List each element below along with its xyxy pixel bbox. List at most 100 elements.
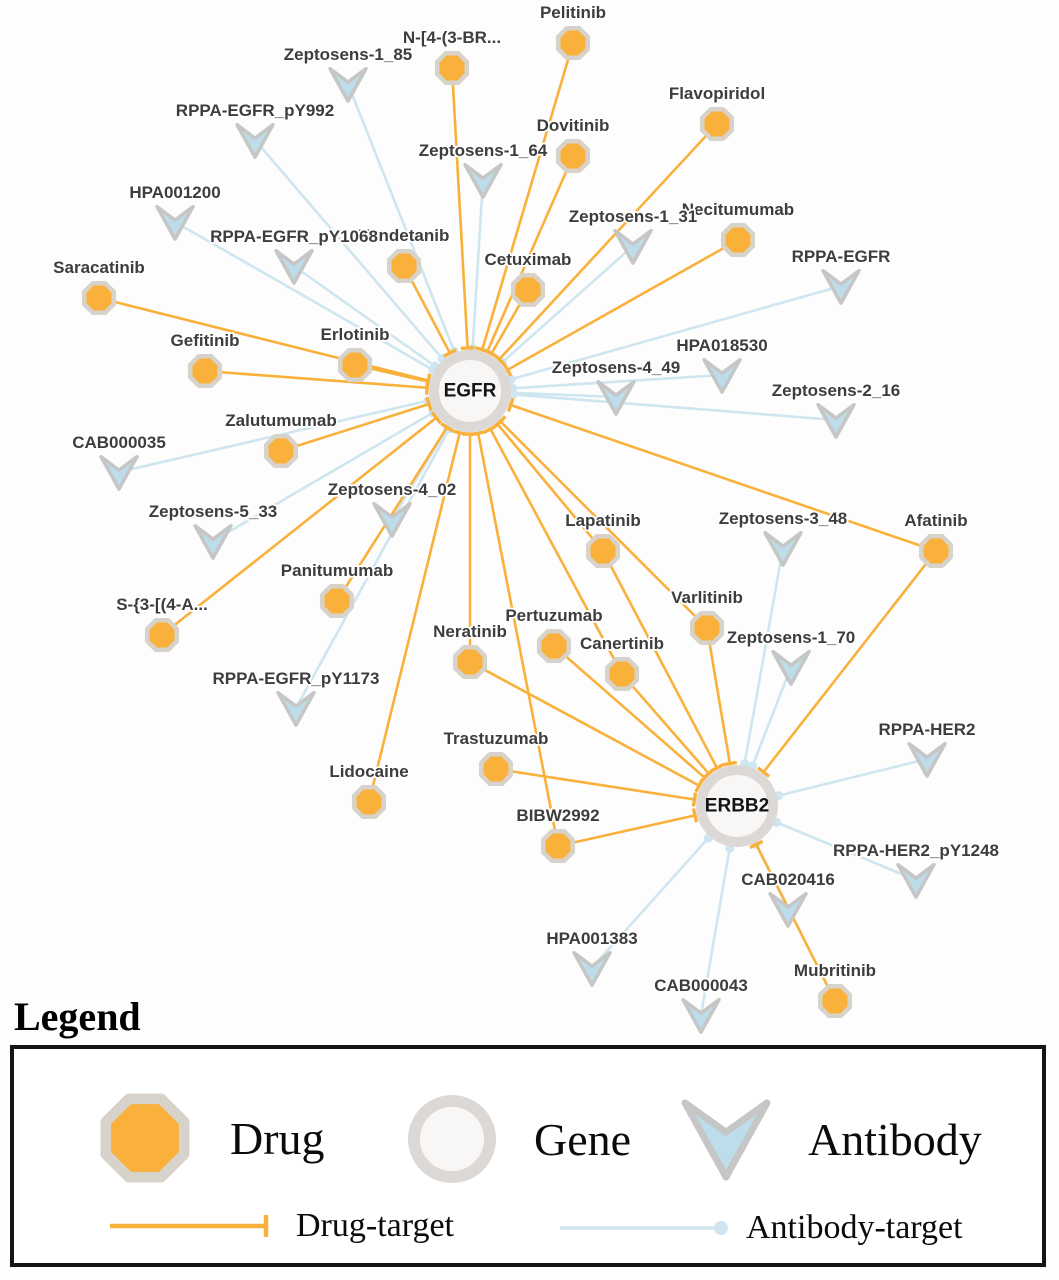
- drug-node-s-3-4-a[interactable]: [144, 617, 180, 653]
- drug-node-saracatinib[interactable]: [81, 280, 117, 316]
- antibody-target-edge: [174, 220, 434, 371]
- antibody-target-edge: [591, 837, 710, 969]
- drug-target-tbar: [722, 760, 738, 767]
- drug-node-dovitinib[interactable]: [555, 138, 591, 174]
- antibody-label: Zeptosens-4_49: [552, 358, 681, 377]
- antibody-target-edge: [293, 264, 436, 368]
- drug-target-tbar: [691, 792, 698, 807]
- antibody-label: Zeptosens-1_31: [569, 207, 698, 226]
- antibody-label: RPPA-EGFR_pY1173: [213, 669, 380, 688]
- antibody-node-hpa001200[interactable]: [155, 204, 195, 241]
- drug-node-n-4-3-br[interactable]: [434, 50, 470, 86]
- drug-node-pertuzumab[interactable]: [536, 628, 572, 664]
- antibody-node-rppa-her2[interactable]: [907, 741, 947, 778]
- gene-icon: [408, 1095, 496, 1183]
- gene-node-erbb2[interactable]: [696, 765, 778, 847]
- antibody-label: Zeptosens-1_64: [419, 141, 548, 160]
- drug-node-neratinib[interactable]: [452, 644, 488, 680]
- drug-node-necitumumab[interactable]: [720, 222, 756, 258]
- antibody-node-cab000043[interactable]: [681, 997, 721, 1034]
- drug-node-erlotinib[interactable]: [337, 347, 373, 383]
- gene-node-egfr[interactable]: [429, 350, 511, 432]
- drug-node-zalutumumab[interactable]: [263, 433, 299, 469]
- antibody-label: RPPA-HER2_pY1248: [833, 841, 999, 860]
- antibody-node-zeptosens-1-64[interactable]: [463, 162, 503, 199]
- drug-target-tbar: [425, 396, 433, 412]
- antibody-node-zeptosens-1-70[interactable]: [771, 649, 811, 686]
- drug-target-edge: [450, 67, 469, 349]
- drug-node-pelitinib[interactable]: [555, 25, 591, 61]
- drug-icon: [100, 1093, 190, 1183]
- drug-target-tbar: [506, 397, 515, 413]
- drug-node-lapatinib[interactable]: [585, 533, 621, 569]
- drug-target-edge: [557, 814, 696, 848]
- antibody-label: CAB020416: [741, 870, 835, 889]
- antibody-node-rppa-egfr[interactable]: [821, 268, 861, 305]
- legend-antibody-target-label: Antibody-target: [746, 1209, 963, 1246]
- node-layer: [81, 25, 954, 1034]
- drug-target-edge: [499, 420, 708, 629]
- drug-node-canertinib[interactable]: [604, 656, 640, 692]
- antibody-target-edge: [743, 547, 785, 764]
- drug-target-tbar: [698, 771, 711, 785]
- drug-target-edge: [762, 550, 938, 773]
- drug-node-gefitinib[interactable]: [187, 353, 223, 389]
- antibody-node-rppa-her2-py1248[interactable]: [896, 862, 936, 899]
- antibody-node-hpa001383[interactable]: [572, 950, 612, 987]
- legend-item-antibody: Antibody: [676, 1095, 982, 1183]
- antibody-node-zeptosens-5-33[interactable]: [193, 523, 233, 560]
- drug-target-tbar: [424, 374, 432, 389]
- drug-node-bibw2992[interactable]: [540, 828, 576, 864]
- drug-node-flavopiridol[interactable]: [699, 106, 735, 142]
- drug-node-panitumumab[interactable]: [319, 583, 355, 619]
- antibody-node-zeptosens-4-02[interactable]: [372, 501, 412, 538]
- drug-label: Pelitinib: [540, 3, 606, 22]
- antibody-node-cab020416[interactable]: [768, 891, 808, 928]
- antibody-label: Zeptosens-1_85: [284, 45, 413, 64]
- antibody-node-zeptosens-3-48[interactable]: [763, 530, 803, 567]
- antibody-node-cab000035[interactable]: [99, 454, 139, 491]
- drug-target-tbar: [442, 348, 457, 358]
- antibody-target-edge: [254, 139, 444, 360]
- drug-target-edge: [496, 423, 604, 552]
- drug-target-tbar: [430, 411, 442, 425]
- antibody-label: HPA001200: [129, 183, 220, 202]
- drug-node-lidocaine[interactable]: [351, 784, 387, 820]
- drug-node-cetuximab[interactable]: [510, 272, 546, 308]
- drug-label: Saracatinib: [53, 258, 145, 277]
- drug-label: Gefitinib: [171, 331, 240, 350]
- drug-target-edge: [98, 296, 429, 382]
- drug-label: Zalutumumab: [225, 411, 336, 430]
- drug-node-vandetanib[interactable]: [386, 248, 422, 284]
- legend-edge-antibody-target: Antibody-target: [556, 1209, 963, 1247]
- drug-node-mubritinib[interactable]: [817, 983, 853, 1019]
- antibody-node-zeptosens-4-49[interactable]: [596, 379, 636, 416]
- drug-node-varlitinib[interactable]: [689, 610, 725, 646]
- antibody-node-zeptosens-2-16[interactable]: [816, 402, 856, 439]
- drug-target-edge: [469, 660, 700, 787]
- gene-label: ERBB2: [705, 796, 769, 817]
- antibody-node-hpa018530[interactable]: [702, 357, 742, 394]
- drug-target-edge: [705, 627, 732, 764]
- legend-item-gene: Gene: [402, 1089, 631, 1189]
- legend-item-drug: Drug: [92, 1085, 325, 1191]
- antibody-node-rppa-egfr-py992[interactable]: [235, 122, 275, 159]
- drug-label: Erlotinib: [321, 325, 390, 344]
- drug-label: Afatinib: [904, 511, 967, 530]
- antibody-target-edge: [471, 179, 485, 349]
- drug-target-tbar: [494, 415, 507, 428]
- drug-node-trastuzumab[interactable]: [478, 751, 514, 787]
- antibody-node-zeptosens-1-31[interactable]: [613, 228, 653, 265]
- legend-box: Drug Gene Antibody Drug-target: [10, 1045, 1046, 1267]
- antibody-target-edge: [212, 411, 434, 543]
- drug-node-afatinib[interactable]: [918, 533, 954, 569]
- antibody-node-rppa-egfr-py1068[interactable]: [274, 248, 314, 285]
- antibody-node-zeptosens-1-85[interactable]: [328, 66, 368, 103]
- drug-label: Lidocaine: [329, 762, 408, 781]
- drug-label: Canertinib: [580, 634, 664, 653]
- antibody-label: CAB000043: [654, 976, 748, 995]
- antibody-node-rppa-egfr-py1173[interactable]: [276, 690, 316, 727]
- drug-label: Necitumumab: [682, 200, 794, 219]
